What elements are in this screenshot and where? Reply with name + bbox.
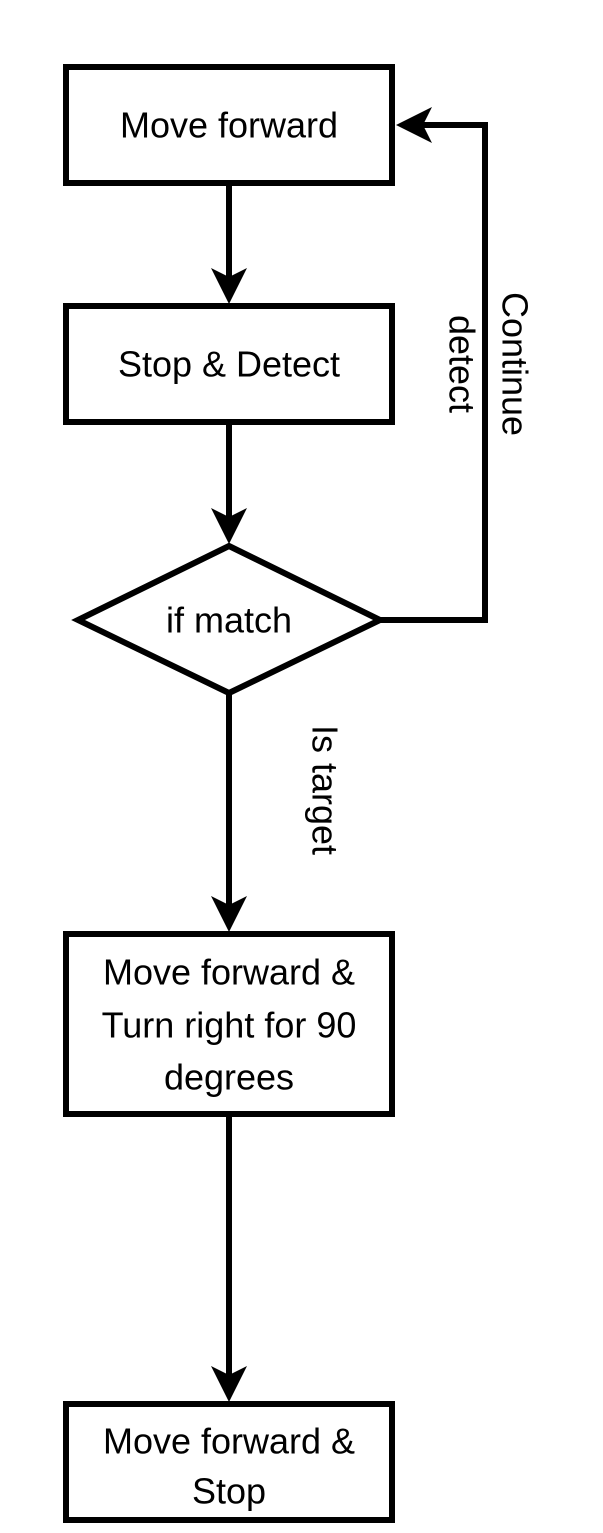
arrowhead-icon <box>211 1366 247 1402</box>
arrowhead-icon <box>211 508 247 544</box>
node-stop: Move forward & Stop <box>63 1401 395 1523</box>
edge-is-target: Is target <box>211 693 346 932</box>
node-turn-right: Move forward & Turn right for 90 degrees <box>63 931 395 1117</box>
node-if-match: if match <box>71 542 387 697</box>
node-stop-detect-label: Stop & Detect <box>118 344 340 385</box>
arrowhead-icon <box>211 268 247 304</box>
node-turn-right-label-line-1: Move forward & <box>103 952 355 993</box>
edge-line <box>380 122 488 623</box>
node-turn-right-label-line-3: degrees <box>164 1057 294 1098</box>
node-move-forward-box <box>63 64 395 186</box>
edge-continue-detect-label-line-1: Continue <box>495 292 536 436</box>
node-move-forward: Move forward <box>63 64 395 186</box>
edge-turn-right-to-stop <box>211 1114 247 1402</box>
edge-stop-detect-to-if-match <box>211 422 247 544</box>
node-turn-right-label-line-2: Turn right for 90 <box>102 1005 357 1046</box>
edge-continue-detect-label-line-2: detect <box>442 315 483 413</box>
node-stop-box <box>63 1401 395 1523</box>
arrowhead-icon <box>396 107 432 143</box>
edge-continue-detect-loop: Continue detect <box>380 107 536 623</box>
node-stop-label-line-1: Move forward & <box>103 1421 355 1462</box>
node-stop-label-line-2: Stop <box>192 1471 266 1512</box>
edge-is-target-label: Is target <box>305 725 346 855</box>
node-move-forward-label: Move forward <box>120 105 338 146</box>
edge-move-forward-to-stop-detect <box>211 183 247 304</box>
node-stop-detect: Stop & Detect <box>63 303 395 425</box>
node-if-match-label: if match <box>166 600 292 641</box>
arrowhead-icon <box>211 896 247 932</box>
node-stop-detect-box <box>63 303 395 425</box>
